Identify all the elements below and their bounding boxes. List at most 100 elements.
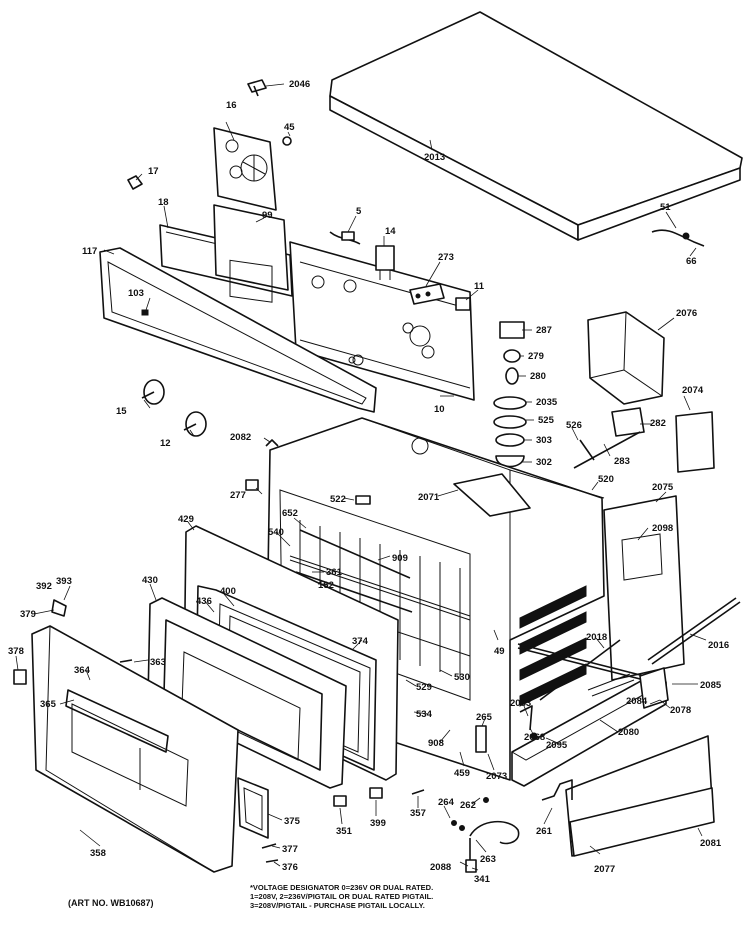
label-365: 365	[40, 699, 57, 710]
leader-lines	[15, 83, 707, 871]
voltage-notes: *VOLTAGE DESIGNATOR 0=236V OR DUAL RATED…	[250, 883, 550, 910]
label-379: 379	[20, 609, 36, 620]
lamp-17	[127, 175, 143, 190]
label-282: 282	[650, 418, 666, 429]
label-2078: 2078	[670, 705, 691, 716]
hinge-392	[51, 599, 67, 617]
label-162: 162	[318, 580, 334, 591]
label-436: 436	[196, 596, 212, 607]
label-2098: 2098	[652, 523, 673, 534]
label-357: 357	[410, 808, 426, 819]
part-labels: 2046 16 45 2013 17 18 99 5 14 51 66 117 …	[8, 79, 729, 885]
label-2074: 2074	[682, 385, 704, 396]
label-530: 530	[454, 672, 470, 683]
label-66: 66	[686, 256, 697, 267]
label-392: 392	[36, 581, 52, 592]
label-2035: 2035	[536, 397, 558, 408]
label-265: 265	[476, 712, 493, 723]
label-262: 262	[460, 800, 476, 811]
clip-351	[333, 795, 347, 807]
plate-2074	[675, 411, 715, 473]
label-2068: 2068	[524, 732, 545, 743]
door-trim-117	[99, 247, 377, 413]
door-window-436	[163, 619, 323, 771]
nut-264	[451, 820, 457, 826]
bar-2018	[517, 639, 661, 701]
timer-14	[375, 245, 395, 280]
label-540: 540	[268, 527, 284, 538]
label-18: 18	[158, 197, 169, 208]
label-2081: 2081	[700, 838, 722, 849]
label-2073: 2073	[486, 771, 507, 782]
label-303: 303	[536, 435, 552, 446]
label-273: 273	[438, 252, 454, 263]
duct-2076	[587, 311, 665, 405]
label-261: 261	[536, 826, 553, 837]
screw-376	[265, 859, 279, 863]
knob-45	[282, 136, 292, 146]
label-49: 49	[494, 646, 505, 657]
knob-15	[141, 379, 165, 405]
label-2046: 2046	[289, 79, 310, 90]
label-909: 909	[392, 553, 408, 564]
label-378: 378	[8, 646, 24, 657]
note-line: 1=208V, 2=236V/PIGTAIL OR DUAL RATED PIG…	[250, 892, 434, 901]
screw-377	[261, 843, 277, 849]
bracket-261	[541, 779, 573, 801]
label-341: 341	[474, 874, 491, 885]
label-11: 11	[474, 281, 485, 292]
label-2071: 2071	[418, 492, 440, 503]
label-351: 351	[336, 826, 353, 837]
label-363: 363	[150, 657, 166, 668]
label-2013: 2013	[424, 152, 445, 163]
label-287: 287	[536, 325, 552, 336]
label-400: 400	[220, 586, 236, 597]
label-103: 103	[128, 288, 144, 299]
element-2016	[647, 597, 741, 665]
label-2088: 2088	[430, 862, 451, 873]
bracket-378	[13, 669, 27, 685]
label-652: 652	[282, 508, 298, 519]
label-2077: 2077	[594, 864, 615, 875]
knob-12	[183, 411, 207, 437]
label-525: 525	[538, 415, 555, 426]
label-375: 375	[284, 816, 301, 827]
frame-2082	[265, 439, 279, 447]
label-2016: 2016	[708, 640, 729, 651]
label-374: 374	[352, 636, 369, 647]
label-264: 264	[438, 797, 455, 808]
label-17: 17	[148, 166, 159, 177]
label-522: 522	[330, 494, 346, 505]
label-364: 364	[74, 665, 91, 676]
side-vents	[519, 585, 587, 707]
label-2075: 2075	[652, 482, 674, 493]
label-377: 377	[282, 844, 298, 855]
label-277: 277	[230, 490, 246, 501]
label-15: 15	[116, 406, 127, 417]
part-277	[245, 479, 259, 491]
cord-263	[459, 797, 520, 873]
wire-5	[329, 231, 361, 245]
label-2080: 2080	[618, 727, 639, 738]
label-5: 5	[356, 206, 362, 217]
top-cover-2013	[329, 11, 743, 241]
label-526: 526	[566, 420, 582, 431]
part-522	[355, 495, 371, 505]
label-529: 529	[416, 682, 432, 693]
wire-harness-51	[651, 229, 705, 247]
window-375	[237, 777, 269, 839]
screw-363	[119, 659, 133, 663]
label-520: 520	[598, 474, 614, 485]
label-376: 376	[282, 862, 298, 873]
block-399	[369, 787, 383, 799]
label-2076: 2076	[676, 308, 697, 319]
label-430: 430	[142, 575, 158, 586]
label-12: 12	[160, 438, 171, 449]
label-459: 459	[454, 768, 470, 779]
label-16: 16	[226, 100, 237, 111]
label-10: 10	[434, 404, 445, 415]
control-plate-16	[213, 127, 277, 211]
side-panel-2075	[603, 495, 685, 681]
label-2083: 2083	[510, 698, 531, 709]
